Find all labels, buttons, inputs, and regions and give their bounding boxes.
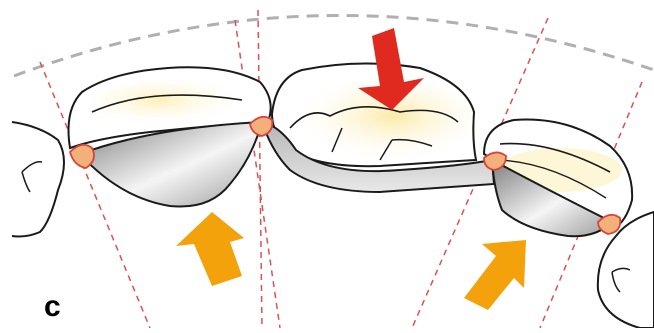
panel-label: c	[44, 292, 61, 322]
vestibular-force-arrow	[176, 212, 244, 286]
contact-point	[70, 145, 94, 168]
adjacent-tooth-left	[12, 122, 64, 237]
vestibular-force-arrows	[176, 212, 526, 310]
vestibular-force-arrow	[464, 240, 526, 310]
crown-2	[272, 63, 476, 166]
